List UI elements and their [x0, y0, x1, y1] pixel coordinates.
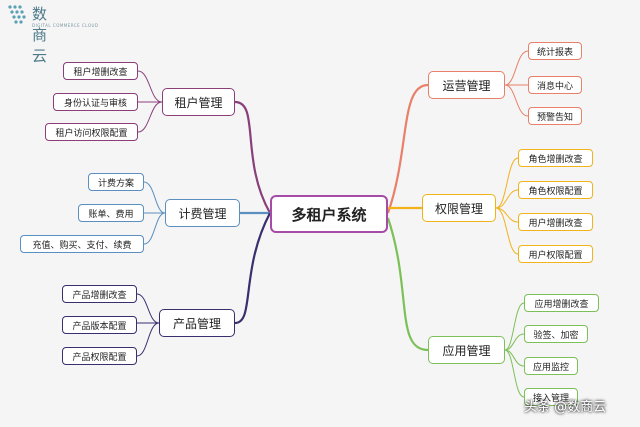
branch-billing[interactable]: 计费管理 [165, 199, 240, 227]
leaf-perm-user-crud[interactable]: 用户增删改查 [518, 213, 593, 231]
leaf-tenant-auth[interactable]: 身份认证与审核 [53, 93, 138, 111]
tenant-leaf-connectors [137, 70, 163, 133]
leaf-app-crud[interactable]: 应用增删改查 [524, 294, 599, 312]
leaf-perm-role-crud[interactable]: 角色增删改查 [518, 149, 593, 167]
connector-ops [386, 83, 429, 214]
perm-leaf-connectors [495, 157, 519, 255]
leaf-app-sign[interactable]: 验签、加密 [524, 325, 588, 343]
branch-product[interactable]: 产品管理 [159, 309, 235, 337]
leaf-billing-pay[interactable]: 充值、购买、支付、续费 [20, 235, 144, 253]
connector-tenant [234, 100, 271, 214]
branch-ops[interactable]: 运营管理 [428, 71, 505, 99]
center-node[interactable]: 多租户系统 [270, 195, 388, 233]
leaf-product-crud[interactable]: 产品增删改查 [62, 285, 137, 303]
brand-name: 数商云 [32, 5, 49, 65]
leaf-product-version[interactable]: 产品版本配置 [62, 316, 137, 334]
connector-product [234, 212, 271, 325]
brand-mark-icon [8, 5, 26, 24]
leaf-perm-user-config[interactable]: 用户权限配置 [518, 245, 593, 263]
leaf-billing-plan[interactable]: 计费方案 [88, 173, 144, 191]
leaf-ops-message[interactable]: 消息中心 [528, 76, 582, 94]
leaf-product-perm[interactable]: 产品权限配置 [62, 347, 137, 365]
product-leaf-connectors [136, 293, 160, 357]
leaf-perm-role-config[interactable]: 角色权限配置 [518, 181, 593, 199]
leaf-app-access[interactable]: 接入管理 [524, 388, 578, 406]
brand-tagline: DIGITAL COMMERCE CLOUD [32, 23, 99, 28]
branch-perm[interactable]: 权限管理 [422, 194, 496, 222]
leaf-tenant-crud[interactable]: 租户增删改查 [63, 62, 138, 80]
leaf-app-monitor[interactable]: 应用监控 [524, 357, 578, 375]
app-leaf-connectors [504, 302, 525, 398]
watermark: 头条 @数商云 [524, 400, 607, 415]
leaf-ops-alert[interactable]: 预警告知 [528, 107, 582, 125]
leaf-tenant-access[interactable]: 租户访问权限配置 [45, 123, 138, 141]
connector-app [386, 217, 429, 352]
ops-leaf-connectors [504, 50, 529, 117]
branch-tenant[interactable]: 租户管理 [162, 88, 235, 116]
leaf-billing-bill[interactable]: 账单、费用 [78, 204, 144, 222]
leaf-ops-report[interactable]: 统计报表 [528, 42, 582, 60]
billing-leaf-connectors [143, 181, 166, 245]
branch-app[interactable]: 应用管理 [428, 336, 505, 364]
